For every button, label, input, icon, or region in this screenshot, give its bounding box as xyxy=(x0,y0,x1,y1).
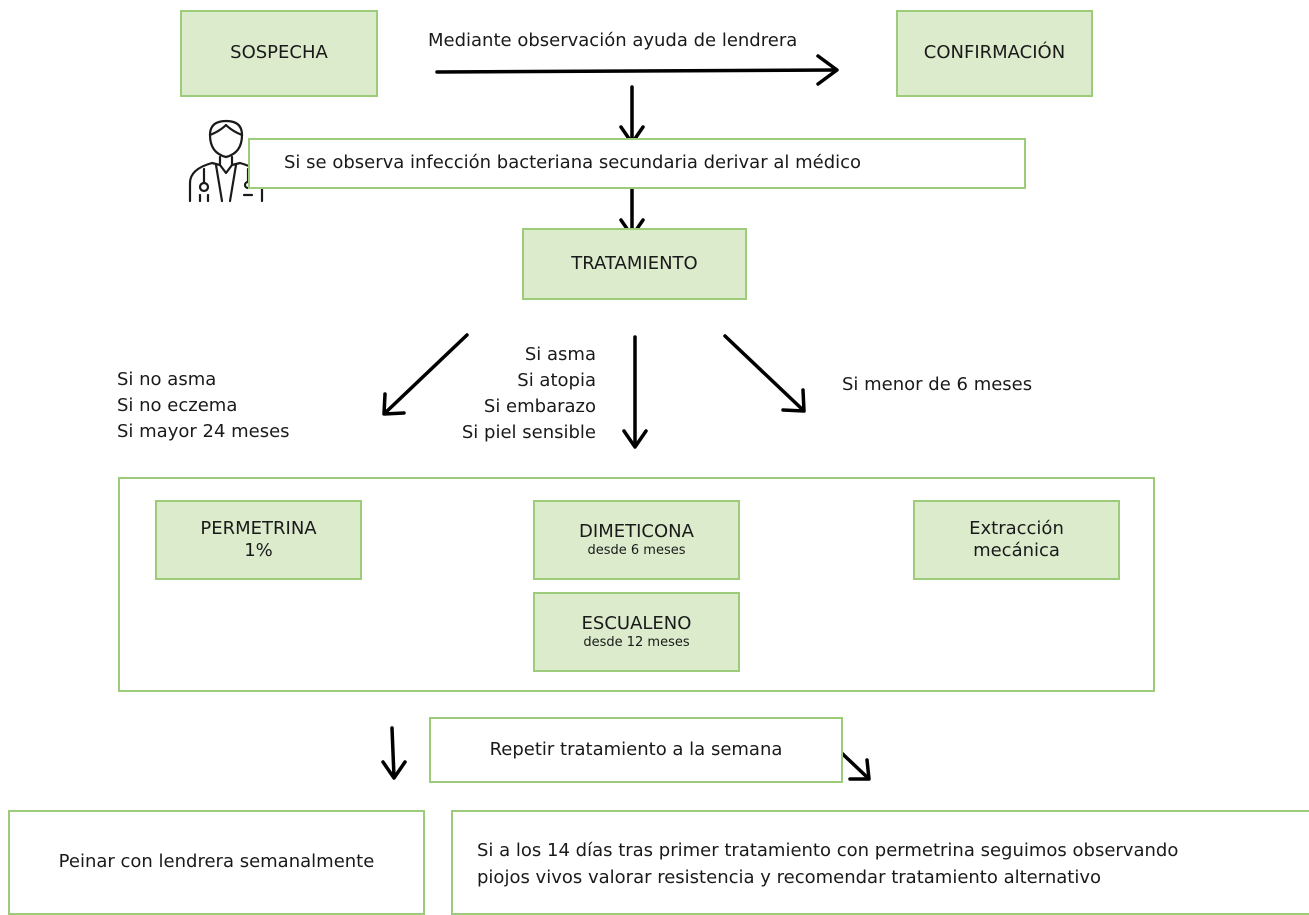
resistencia-line-2: piojos vivos valorar resistencia y recom… xyxy=(477,867,1101,888)
escualeno-note: desde 12 meses xyxy=(583,635,690,651)
repetir-box: Repetir tratamiento a la semana xyxy=(429,717,843,783)
observacion-label: Mediante observación ayuda de lendrera xyxy=(428,30,798,51)
condiciones-izquierda: Si no asma Si no eczema Si mayor 24 mese… xyxy=(117,367,290,445)
condiciones-centro: Si asma Si atopia Si embarazo Si piel se… xyxy=(430,342,596,446)
escualeno-name: ESCUALENO xyxy=(581,612,692,634)
condicion-asma: Si asma xyxy=(524,344,596,365)
sospecha-box: SOSPECHA xyxy=(180,10,378,97)
confirmacion-label: CONFIRMACIÓN xyxy=(923,42,1066,64)
permetrina-name: PERMETRINA xyxy=(200,517,317,539)
arrow-sospecha-confirmacion xyxy=(435,54,839,86)
extraccion-line-1: Extracción xyxy=(969,517,1064,539)
sospecha-label: SOSPECHA xyxy=(230,42,328,64)
infeccion-label: Si se observa infección bacteriana secun… xyxy=(284,152,862,174)
condicion-embarazo: Si embarazo xyxy=(483,396,596,418)
arrow-diag-left xyxy=(382,333,469,416)
escualeno-box: ESCUALENO desde 12 meses xyxy=(533,592,740,672)
extraccion-line-2: mecánica xyxy=(973,540,1060,561)
infeccion-box: Si se observa infección bacteriana secun… xyxy=(248,138,1026,189)
arrow-down-bottom-left xyxy=(381,726,407,780)
permetrina-dose: 1% xyxy=(244,540,273,561)
dimeticona-name: DIMETICONA xyxy=(579,520,694,542)
condicion-piel-sensible: Si piel sensible xyxy=(461,422,596,444)
dimeticona-note: desde 6 meses xyxy=(587,543,686,559)
condicion-atopia: Si atopia xyxy=(517,370,596,392)
condicion-menor-6: Si menor de 6 meses xyxy=(842,374,1033,395)
condicion-no-asma: Si no asma xyxy=(117,369,217,390)
resistencia-line-1: Si a los 14 días tras primer tratamiento… xyxy=(477,840,1179,861)
tratamiento-label: TRATAMIENTO xyxy=(571,252,698,274)
condicion-no-eczema: Si no eczema xyxy=(117,395,238,417)
repetir-label: Repetir tratamiento a la semana xyxy=(489,738,783,760)
peinar-box: Peinar con lendrera semanalmente xyxy=(8,810,425,915)
arrow-diag-right xyxy=(723,334,806,413)
tratamiento-box: TRATAMIENTO xyxy=(522,228,747,300)
condicion-mayor-24: Si mayor 24 meses xyxy=(117,421,290,443)
peinar-label: Peinar con lendrera semanalmente xyxy=(58,851,375,873)
permetrina-box: PERMETRINA 1% xyxy=(155,500,362,580)
extraccion-box: Extracción mecánica xyxy=(913,500,1120,580)
confirmacion-box: CONFIRMACIÓN xyxy=(896,10,1093,97)
arrow-down-1 xyxy=(619,85,645,145)
dimeticona-box: DIMETICONA desde 6 meses xyxy=(533,500,740,580)
resistencia-box: Si a los 14 días tras primer tratamiento… xyxy=(451,810,1309,915)
arrow-down-middle xyxy=(622,335,648,449)
